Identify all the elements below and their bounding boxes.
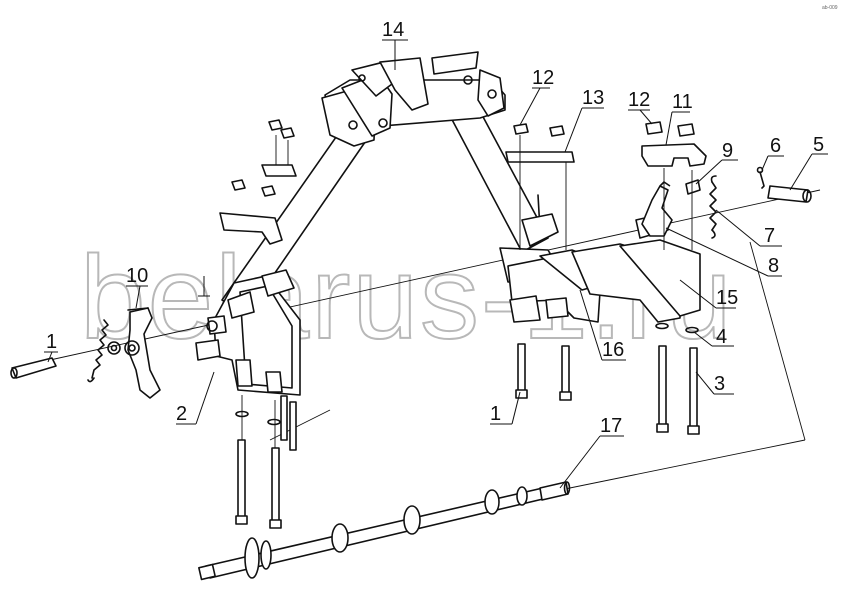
callout-labels: 1 2 3 4 5 6 7 8 9 10 11 12 13 14 15 16 1… <box>46 19 824 437</box>
leader-lines <box>44 39 828 489</box>
right-nuts-and-plates <box>505 121 707 250</box>
callout-4: 4 <box>716 326 727 348</box>
lower-shaft <box>198 481 571 581</box>
a-frame-link <box>221 51 549 313</box>
callout-12-right: 12 <box>628 89 650 111</box>
left-nuts <box>231 119 295 197</box>
callout-1: 1 <box>490 403 501 425</box>
callout-8: 8 <box>768 255 779 277</box>
callout-17: 17 <box>600 415 622 437</box>
right-bracket <box>499 213 701 323</box>
callout-2: 2 <box>176 403 187 425</box>
right-latch-spring-pin <box>641 166 812 239</box>
callout-12: 12 <box>532 67 554 89</box>
callout-1-left: 1 <box>46 331 57 353</box>
callout-10: 10 <box>126 265 148 287</box>
left-bolts <box>235 395 297 529</box>
callout-9: 9 <box>722 140 733 162</box>
corner-code: ab-009 <box>822 5 838 11</box>
callout-11: 11 <box>672 91 693 113</box>
left-bracket <box>195 164 301 396</box>
callout-5: 5 <box>813 134 824 156</box>
callout-14: 14 <box>382 19 404 41</box>
callout-3: 3 <box>714 373 725 395</box>
callout-13: 13 <box>582 87 604 109</box>
callout-16: 16 <box>602 339 624 361</box>
callout-7: 7 <box>764 225 775 247</box>
callout-6: 6 <box>770 135 781 157</box>
right-bolts <box>515 322 700 435</box>
callout-15: 15 <box>716 287 738 309</box>
left-pin-spring-latch <box>10 307 161 399</box>
